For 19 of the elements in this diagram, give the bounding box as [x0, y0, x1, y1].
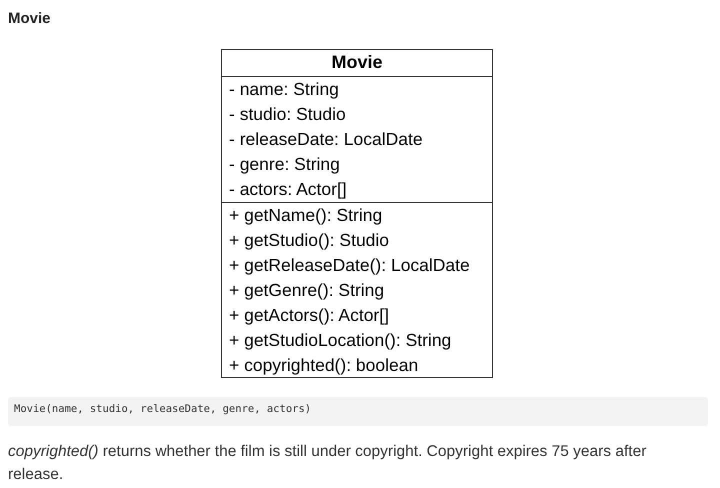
method-text: + getGenre(): String	[229, 279, 384, 301]
description-text: copyrighted() returns whether the film is still under copyright. Copyright expires 75 years after release.	[8, 442, 648, 485]
class-name: Movie	[330, 52, 384, 73]
method-text: + getReleaseDate(): LocalDate	[229, 254, 470, 276]
attribute-text: - studio: Studio	[229, 103, 346, 125]
method-text: + getStudioLocation(): String	[229, 329, 452, 351]
method-text: + getActors(): Actor[]	[229, 304, 389, 326]
heading: Movie	[8, 10, 51, 27]
method-text: + getName(): String	[229, 204, 382, 226]
attributes-compartment	[222, 76, 492, 202]
code-block: Movie(name, studio, releaseDate, genre, actors)	[8, 397, 708, 426]
attribute-text: - name: String	[229, 78, 339, 100]
attribute-text: - actors: Actor[]	[229, 178, 347, 200]
attribute-text: - releaseDate: LocalDate	[229, 128, 423, 150]
method-text: + copyrighted(): boolean	[229, 354, 418, 376]
class-box	[221, 49, 493, 378]
methods-compartment	[222, 202, 492, 378]
method-text: + getStudio(): Studio	[229, 229, 390, 251]
attribute-text: - genre: String	[229, 153, 340, 175]
